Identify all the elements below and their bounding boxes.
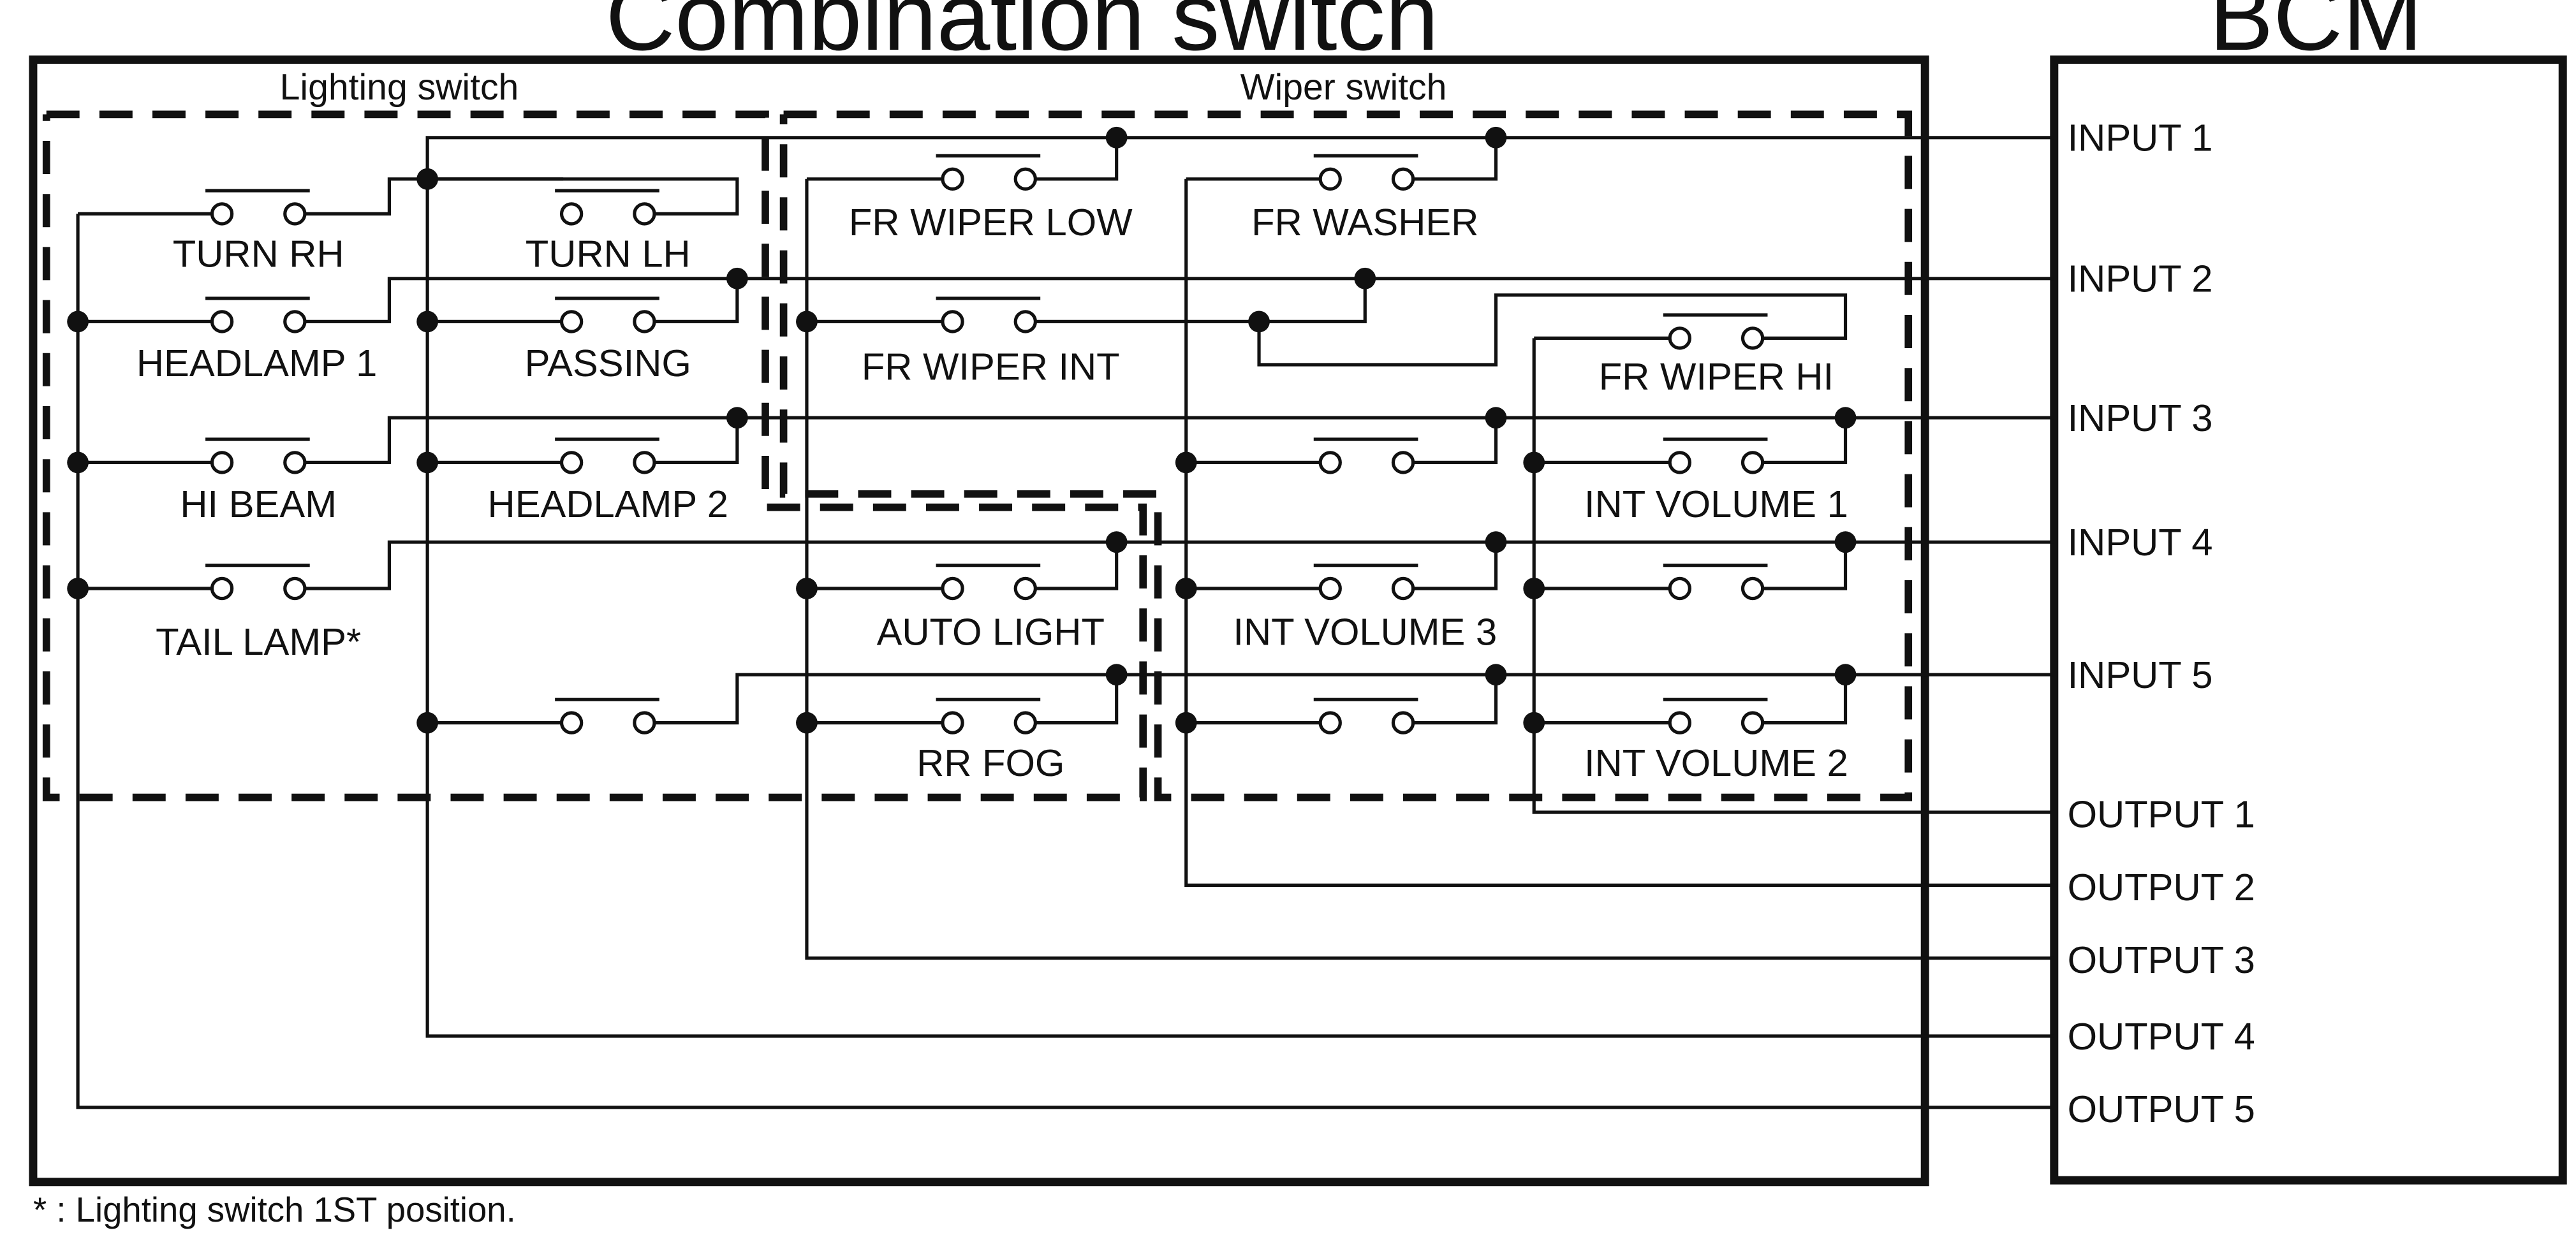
switch-headlamp-2	[555, 437, 659, 474]
switch-fr-wiper-low	[936, 154, 1041, 191]
switch-headlamp-1	[205, 296, 310, 333]
label-headlamp-2: HEADLAMP 2	[488, 483, 728, 525]
footnote: * : Lighting switch 1ST position.	[33, 1190, 516, 1229]
lighting-switch-title: Lighting switch	[280, 67, 519, 108]
label-fr-wiper-int: FR WIPER INT	[862, 345, 1120, 388]
label-hi-beam: HI BEAM	[180, 483, 337, 525]
label-turn-lh: TURN LH	[526, 233, 691, 275]
switch-wiper-b-row3	[1313, 437, 1418, 474]
switch-rr-fog	[936, 698, 1041, 734]
label-int-volume-3: INT VOLUME 3	[1233, 610, 1497, 653]
switch-fr-wiper-int	[936, 296, 1041, 333]
label-rr-fog: RR FOG	[916, 742, 1064, 784]
switch-fr-washer	[1313, 154, 1418, 191]
bcm-output-3: OUTPUT 3	[2068, 939, 2255, 981]
switch-wiper-c-row4	[1663, 564, 1768, 601]
bcm-output-2: OUTPUT 2	[2068, 866, 2255, 909]
switch-contacts	[205, 154, 1768, 734]
switch-wiper-b-row5	[1313, 698, 1418, 734]
switch-tail-lamp	[205, 564, 310, 601]
switch-hi-beam	[205, 437, 310, 474]
label-fr-washer: FR WASHER	[1251, 201, 1478, 244]
switch-auto-light	[936, 564, 1041, 601]
switch-int-volume-2	[1663, 698, 1768, 734]
switch-int-volume-1	[1663, 437, 1768, 474]
lighting-switch-group-outline	[42, 110, 1147, 801]
switch-turn-lh	[555, 189, 659, 226]
wiper-switch-title: Wiper switch	[1240, 67, 1447, 108]
label-fr-wiper-low: FR WIPER LOW	[849, 201, 1133, 244]
label-fr-wiper-hi: FR WIPER HI	[1599, 355, 1834, 398]
bcm-input-5: INPUT 5	[2068, 654, 2213, 696]
bcm-input-1: INPUT 1	[2068, 117, 2213, 159]
wiring	[76, 136, 2054, 1109]
switch-int-volume-3	[1313, 564, 1418, 601]
combination-switch-box	[29, 55, 1929, 1187]
label-turn-rh: TURN RH	[173, 233, 344, 275]
label-passing: PASSING	[525, 342, 691, 384]
bcm-box	[2050, 55, 2567, 1185]
bcm-output-4: OUTPUT 4	[2068, 1015, 2255, 1058]
bcm-input-4: INPUT 4	[2068, 521, 2213, 564]
bcm-output-5: OUTPUT 5	[2068, 1088, 2255, 1130]
switch-passing	[555, 296, 659, 333]
label-int-volume-1: INT VOLUME 1	[1584, 483, 1848, 525]
label-tail-lamp: TAIL LAMP*	[156, 620, 361, 663]
switch-turn-rh	[205, 189, 310, 226]
switch-lighting-unlabeled	[555, 698, 659, 734]
label-int-volume-2: INT VOLUME 2	[1584, 742, 1848, 784]
bcm-input-3: INPUT 3	[2068, 397, 2213, 439]
wiper-switch-group-outline	[779, 110, 1913, 801]
label-auto-light: AUTO LIGHT	[877, 610, 1105, 653]
label-headlamp-1: HEADLAMP 1	[136, 342, 377, 384]
bcm-output-1: OUTPUT 1	[2068, 793, 2255, 835]
bcm-input-2: INPUT 2	[2068, 258, 2213, 300]
junction-dots	[67, 126, 1857, 734]
switch-fr-wiper-hi	[1663, 313, 1768, 350]
